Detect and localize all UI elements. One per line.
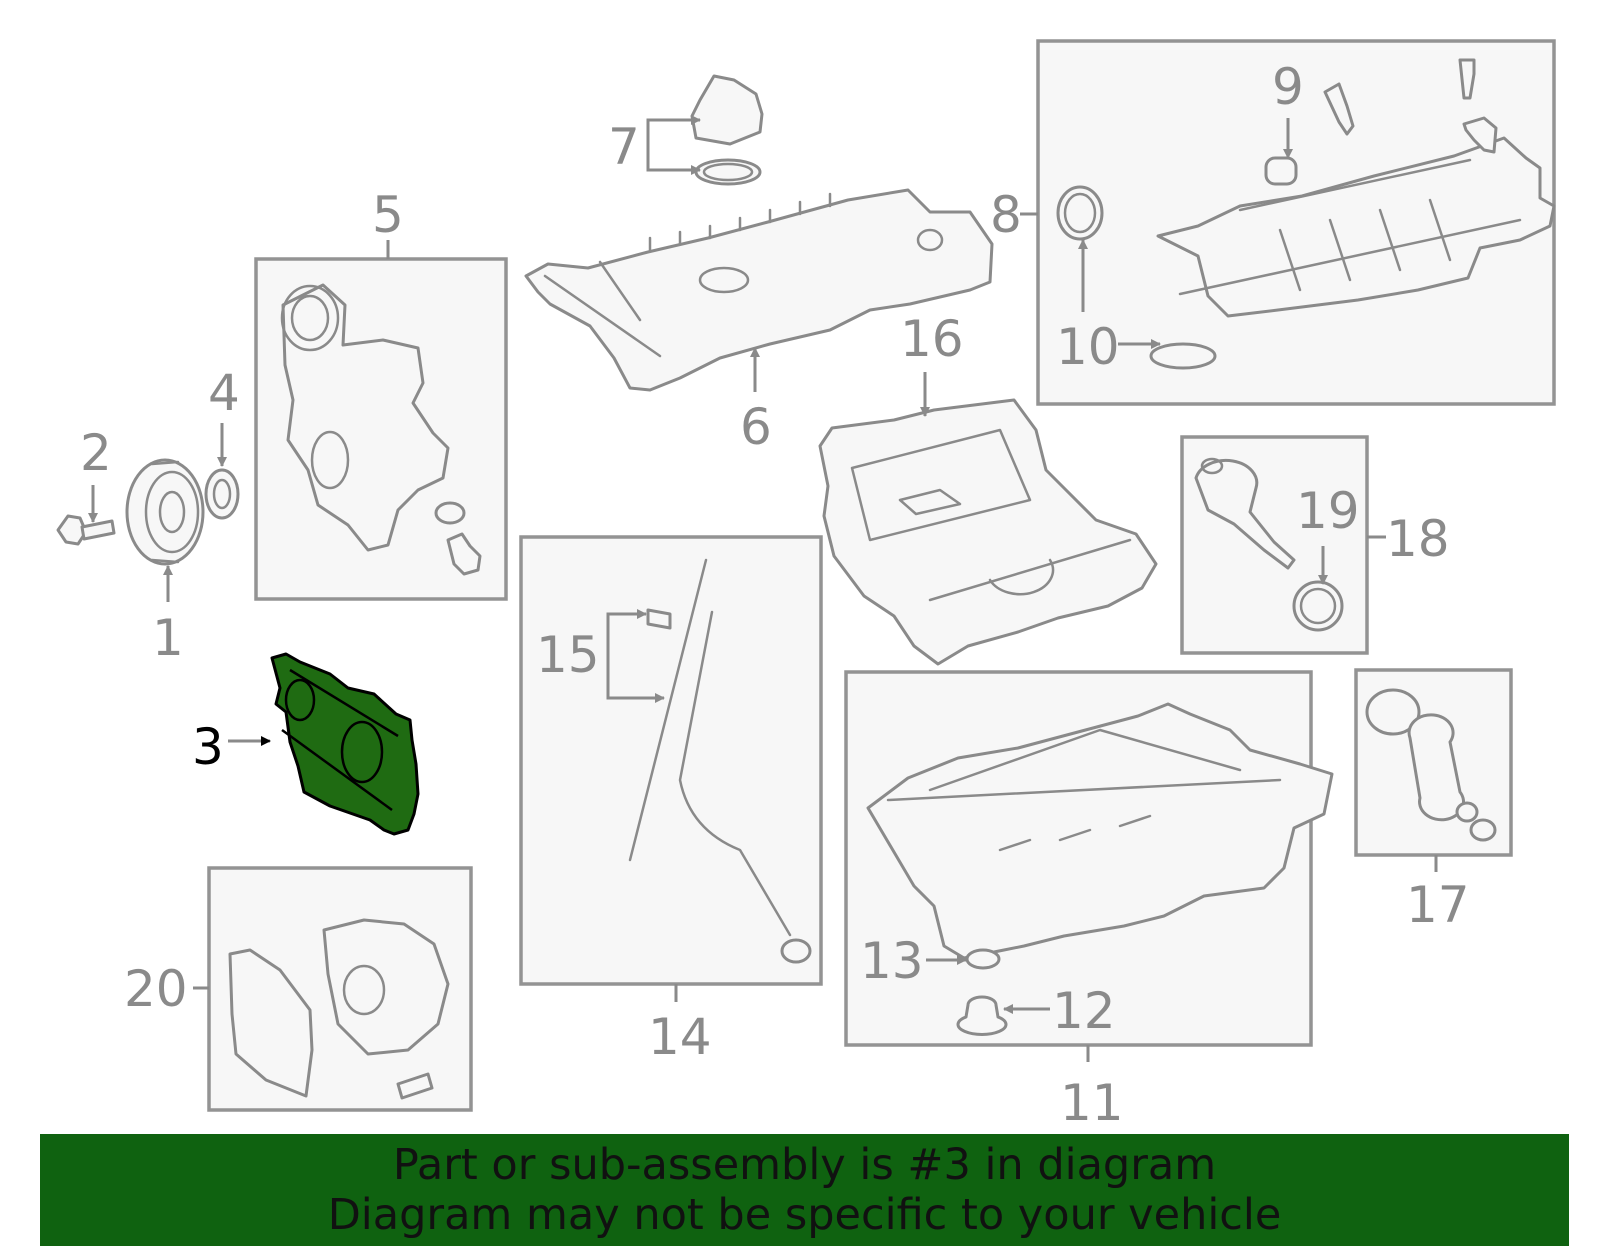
leader-7a <box>646 115 701 142</box>
callout-19: 19 <box>1296 482 1360 540</box>
callout-16: 16 <box>900 310 964 368</box>
part-17-filter-element[interactable] <box>1365 688 1497 842</box>
part-2-bolt[interactable] <box>56 514 116 546</box>
banner-line-2: Diagram may not be specific to your vehi… <box>327 1190 1282 1240</box>
leader-7b <box>646 142 701 175</box>
callout-11: 11 <box>1060 1074 1124 1132</box>
callout-2: 2 <box>80 424 112 482</box>
callout-9: 9 <box>1272 58 1304 116</box>
part-7-oil-cap[interactable] <box>690 74 764 186</box>
leader-15b <box>606 654 665 703</box>
callout-20: 20 <box>124 960 188 1018</box>
part-14-dipstick[interactable] <box>628 558 812 964</box>
callout-15: 15 <box>536 626 600 684</box>
callout-17: 17 <box>1406 876 1470 934</box>
part-20-vacuum-pump[interactable] <box>228 918 450 1100</box>
callout-7: 7 <box>608 118 640 176</box>
part-6-valve-cover[interactable] <box>524 188 994 392</box>
callout-3: 3 <box>192 718 224 776</box>
callout-18: 18 <box>1386 510 1450 568</box>
callout-14: 14 <box>648 1008 712 1066</box>
part-3-highlighted-gasket[interactable] <box>270 652 420 836</box>
part-4-seal[interactable] <box>204 468 240 520</box>
callout-4: 4 <box>208 364 240 422</box>
callout-6: 6 <box>740 398 772 456</box>
callout-13: 13 <box>860 932 924 990</box>
notice-banner: Part or sub-assembly is #3 in diagram Di… <box>40 1134 1569 1246</box>
part-1-pulley[interactable] <box>125 458 205 566</box>
callout-12: 12 <box>1052 982 1116 1040</box>
leader-15a <box>606 609 647 654</box>
group-box-14 <box>519 535 823 986</box>
callout-8: 8 <box>990 186 1022 244</box>
part-18-filter-housing[interactable] <box>1194 457 1344 632</box>
callout-1: 1 <box>152 609 184 667</box>
part-8-intake-manifold[interactable] <box>1056 58 1556 370</box>
callout-5: 5 <box>372 186 404 244</box>
banner-line-1: Part or sub-assembly is #3 in diagram <box>392 1140 1217 1190</box>
part-5-timing-cover[interactable] <box>280 283 482 576</box>
part-16-upper-oil-pan[interactable] <box>818 398 1158 666</box>
part-11-lower-oil-pan[interactable] <box>866 702 1334 1036</box>
callout-10: 10 <box>1056 318 1120 376</box>
